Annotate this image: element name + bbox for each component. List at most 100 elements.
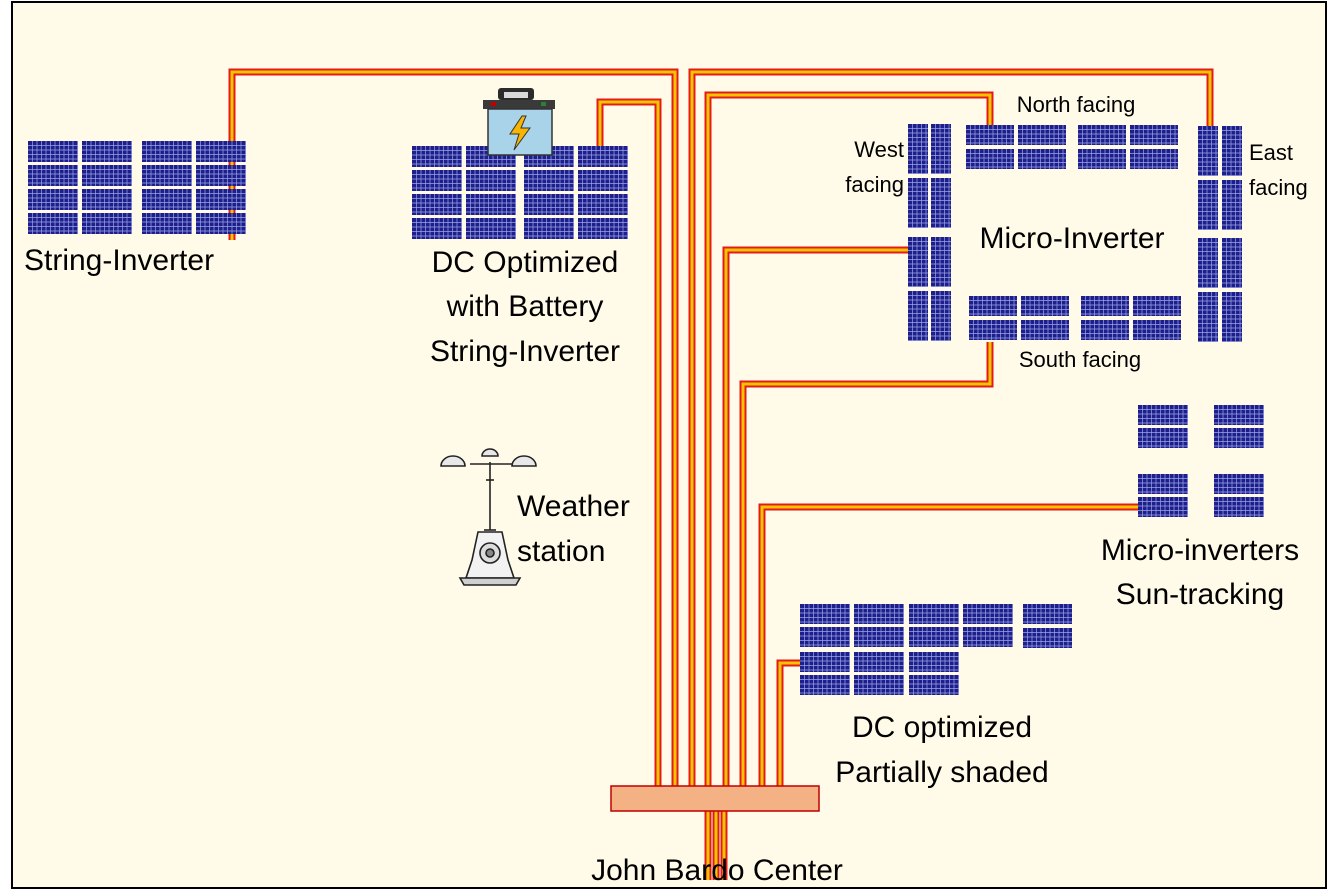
panel-shaded-upper-3 (963, 604, 1013, 624)
wire-dc-shaded-core (778, 661, 800, 786)
panel-string-inverter-5 (82, 165, 132, 186)
micro-inverter-label: Micro-Inverter (979, 222, 1164, 255)
east-facing-label-line2: facing (1249, 175, 1308, 200)
panel-string-inverter-8 (28, 189, 78, 210)
sun-tracking-label-line1: Micro-inverters (1101, 534, 1299, 567)
panel-dc-battery-4 (412, 170, 462, 191)
panel-south-2 (1081, 296, 1129, 316)
west-facing-label-line2: facing (845, 172, 904, 197)
south-facing-label: South facing (1019, 347, 1141, 372)
panel-string-inverter-4 (28, 165, 78, 186)
panel-dc-battery-5 (466, 170, 516, 191)
panel-west-5 (931, 237, 951, 287)
panel-north-1 (1018, 125, 1066, 145)
panel-dc-battery-13 (466, 218, 516, 239)
panel-string-inverter-13 (82, 213, 132, 234)
panel-east-2 (1198, 180, 1218, 230)
panel-east-3 (1222, 180, 1242, 230)
panel-east-1 (1222, 126, 1242, 176)
cable-network (228, 68, 1214, 880)
panel-string-inverter-1 (82, 141, 132, 162)
panel-shaded-lower-3 (800, 675, 850, 695)
panel-north-5 (1018, 149, 1066, 169)
panel-string-inverter-9 (82, 189, 132, 210)
panel-north-3 (1130, 125, 1178, 145)
panel-shaded-lower-2 (909, 652, 959, 672)
panel-shaded-upper-6 (909, 627, 959, 647)
panel-east-5 (1222, 238, 1242, 288)
panel-west-7 (931, 291, 951, 341)
panel-shaded-lower-5 (909, 675, 959, 695)
dc-battery-label-line2: with Battery (446, 290, 604, 323)
dc-shaded-label-line2: Partially shaded (835, 756, 1048, 789)
panel-north-4 (966, 149, 1014, 169)
panel-shaded-upper-1 (854, 604, 904, 624)
panel-string-inverter-14 (142, 213, 192, 234)
panel-dc-battery-9 (466, 194, 516, 215)
panel-shaded-extra-0 (1023, 604, 1072, 624)
panel-west-0 (908, 124, 928, 174)
wire-east-facing-core (690, 70, 1212, 786)
panel-dc-battery-6 (524, 170, 574, 191)
panel-west-2 (908, 178, 928, 228)
panel-tracking-bottom-1 (1214, 474, 1264, 494)
panel-dc-battery-0 (412, 146, 462, 167)
lightning-bolt-icon (509, 115, 531, 151)
panel-north-2 (1078, 125, 1126, 145)
panel-string-inverter-10 (142, 189, 192, 210)
panel-dc-battery-3 (578, 146, 628, 167)
wire-north-facing-core (706, 93, 992, 786)
panel-dc-battery-10 (524, 194, 574, 215)
panel-south-3 (1133, 296, 1181, 316)
weather-station-label-line1: Weather (517, 490, 630, 523)
john-bardo-center-label: John Bardo Center (591, 854, 843, 887)
dc-battery-label-line3: String-Inverter (430, 335, 620, 368)
wire-south-facing-core (741, 342, 992, 786)
panel-string-inverter-3 (196, 141, 246, 162)
wire-dc-battery-core (598, 100, 660, 786)
panel-south-4 (969, 320, 1017, 340)
sun-tracking-label-line2: Sun-tracking (1116, 578, 1284, 611)
panel-shaded-upper-4 (800, 627, 850, 647)
solar-panel-arrays (28, 124, 1264, 695)
panel-string-inverter-12 (28, 213, 78, 234)
wire-sun-tracking-core (760, 505, 1138, 786)
panel-shaded-upper-7 (963, 627, 1013, 647)
panel-south-0 (969, 296, 1017, 316)
battery-icon (483, 88, 555, 156)
panel-dc-battery-7 (578, 170, 628, 191)
panel-dc-battery-14 (524, 218, 574, 239)
panel-tracking-top-2 (1138, 428, 1188, 448)
panel-south-1 (1021, 296, 1069, 316)
east-facing-label-line1: East (1249, 140, 1293, 165)
north-facing-label: North facing (1017, 92, 1136, 117)
panel-tracking-top-0 (1138, 405, 1188, 425)
weather-station-label-line2: station (517, 535, 605, 568)
dc-battery-label-line1: DC Optimized (432, 246, 619, 279)
panel-south-7 (1133, 320, 1181, 340)
panel-north-0 (966, 125, 1014, 145)
panel-west-6 (908, 291, 928, 341)
panel-shaded-upper-0 (800, 604, 850, 624)
panel-east-6 (1198, 292, 1218, 342)
panel-string-inverter-11 (196, 189, 246, 210)
panel-east-7 (1222, 292, 1242, 342)
dc-shaded-label-line1: DC optimized (852, 711, 1032, 744)
panel-shaded-extra-1 (1023, 628, 1072, 648)
panel-south-6 (1081, 320, 1129, 340)
panel-tracking-bottom-0 (1138, 474, 1188, 494)
panel-tracking-bottom-3 (1214, 497, 1264, 517)
panel-shaded-lower-4 (854, 675, 904, 695)
panel-dc-battery-15 (578, 218, 628, 239)
panel-north-6 (1078, 149, 1126, 169)
panel-tracking-top-1 (1214, 405, 1264, 425)
panel-east-4 (1198, 238, 1218, 288)
panel-south-5 (1021, 320, 1069, 340)
diagram-frame (11, 1, 1327, 889)
string-inverter-label: String-Inverter (24, 244, 214, 277)
wire-west-facing-core (724, 248, 908, 786)
panel-tracking-bottom-2 (1138, 497, 1188, 517)
west-facing-label-line1: West (854, 137, 904, 162)
panel-east-0 (1198, 126, 1218, 176)
